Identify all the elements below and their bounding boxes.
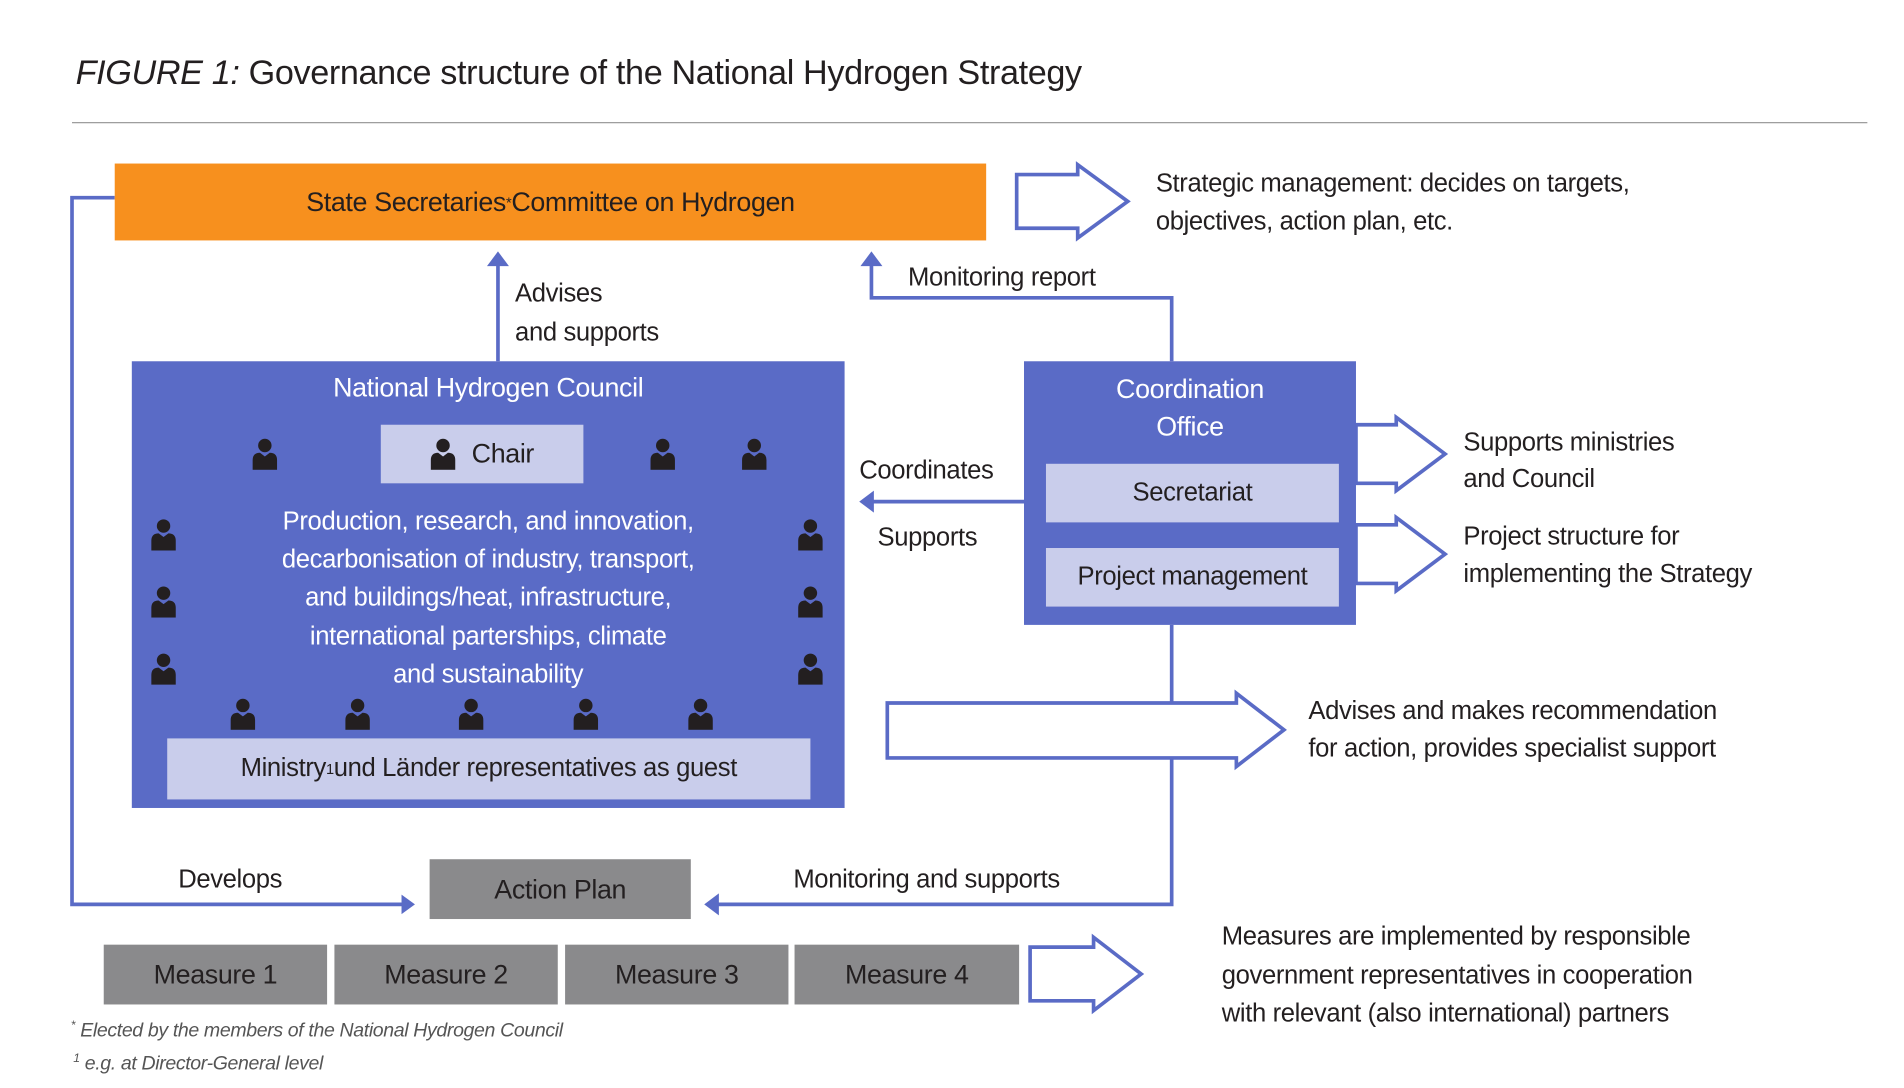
guest-footnote-mark: 1 <box>325 760 334 778</box>
council-title: National Hydrogen Council <box>333 372 644 403</box>
person-icon <box>688 698 713 730</box>
advises-text-1: Advises <box>515 279 603 308</box>
person-icon <box>151 586 176 618</box>
strategic-text-1: Strategic management: decides on targets… <box>1155 169 1630 198</box>
arrowhead-advises <box>486 251 509 267</box>
person-icon <box>252 438 278 470</box>
advises-text-2: and supports <box>515 318 659 347</box>
person-icon <box>458 698 484 730</box>
supports-label: Supports <box>877 523 978 552</box>
develops-connector <box>70 195 403 907</box>
council-body-4: international parterships, climate <box>309 622 667 651</box>
chair-box: Chair <box>380 424 584 484</box>
person-icon <box>151 519 176 551</box>
guest-label-pre: Ministry <box>240 754 327 783</box>
person-icon <box>650 438 675 470</box>
measure-label: Measure 2 <box>384 958 508 990</box>
strategic-text-2: objectives, action plan, etc. <box>1155 207 1454 236</box>
monitoring-supports-label: Monitoring and supports <box>793 865 1060 894</box>
person-icon <box>798 653 823 685</box>
measure-label: Measure 1 <box>153 958 278 990</box>
person-icon <box>742 438 767 470</box>
figure-title-text: Governance structure of the National Hyd… <box>239 53 1083 92</box>
coordination-title-1: Coordination <box>1116 373 1264 404</box>
council-body-1: Production, research, and innovation, <box>282 507 694 536</box>
figure-title: FIGURE 1: Governance structure of the Na… <box>76 54 1082 93</box>
advises-recommend-1: Advises and makes recommendation <box>1308 696 1717 725</box>
figure-label: FIGURE 1: <box>75 53 240 92</box>
committee-footnote-mark: * <box>505 193 512 211</box>
hollow-arrow-supports-ministries <box>1354 413 1449 495</box>
measures-text-1: Measures are implemented by responsible <box>1221 922 1691 951</box>
footnote-2: 1 e.g. at Director-General level <box>73 1052 323 1076</box>
council-body-3: and buildings/heat, infrastructure, <box>305 583 672 612</box>
project-structure-2: implementing the Strategy <box>1463 560 1752 589</box>
footnote-mark: * <box>70 1019 76 1033</box>
measure-label: Measure 3 <box>614 958 739 990</box>
coordination-title-2: Office <box>1156 411 1224 442</box>
title-divider <box>72 122 1868 124</box>
person-icon <box>151 653 176 685</box>
monitoring-report-connector <box>869 261 1174 362</box>
action-plan-box: Action Plan <box>429 859 691 920</box>
chair-label: Chair <box>471 438 535 469</box>
person-icon <box>573 698 599 730</box>
hollow-arrow-project-structure <box>1354 513 1449 595</box>
committee-box: State Secretaries* Committee on Hydrogen <box>114 163 987 241</box>
project-management-label: Project management <box>1077 562 1308 591</box>
secretariat-box: Secretariat <box>1045 463 1339 523</box>
person-icon <box>798 519 823 551</box>
arrowhead-develops <box>401 894 415 915</box>
project-management-box: Project management <box>1045 548 1339 607</box>
council-body-5: and sustainability <box>393 660 584 689</box>
committee-label: State Secretaries <box>306 186 506 217</box>
guest-label-post: und Länder representatives as guest <box>333 754 738 783</box>
action-plan-label: Action Plan <box>494 873 627 904</box>
monitoring-report-label: Monitoring report <box>908 263 1096 292</box>
coordination-office-box: Coordination Office Secretariat Project … <box>1023 361 1356 625</box>
advises-recommend-2: for action, provides specialist support <box>1308 734 1716 763</box>
secretariat-label: Secretariat <box>1132 478 1253 507</box>
committee-label-rest: Committee on Hydrogen <box>511 186 795 217</box>
measure-1-box: Measure 1 <box>103 944 328 1005</box>
supports-ministries-2: and Council <box>1463 465 1595 494</box>
council-body-2: decarbonisation of industry, transport, <box>281 545 695 574</box>
measure-3-box: Measure 3 <box>565 944 789 1005</box>
person-icon <box>798 586 823 618</box>
measure-label: Measure 4 <box>845 958 969 990</box>
measures-text-3: with relevant (also international) partn… <box>1221 999 1670 1028</box>
person-icon <box>431 438 456 470</box>
hollow-arrow-advises <box>885 689 1287 771</box>
measures-text-2: government representatives in cooperatio… <box>1221 961 1693 990</box>
arrowhead-monitoring-supports <box>704 893 719 916</box>
supports-ministries-1: Supports ministries <box>1463 428 1675 457</box>
arrowhead-monitoring-report <box>860 251 883 267</box>
council-box: National Hydrogen Council Chair Producti… <box>131 361 845 808</box>
develops-label: Develops <box>178 865 283 894</box>
person-icon <box>345 698 370 730</box>
footnote-text: e.g. at Director-General level <box>79 1053 324 1075</box>
footnote-mark: 1 <box>73 1052 80 1066</box>
arrowhead-coordinates <box>859 490 874 513</box>
hollow-arrow-measures <box>1028 933 1145 1015</box>
measure-4-box: Measure 4 <box>794 944 1020 1005</box>
footnote-text: Elected by the members of the National H… <box>75 1020 563 1042</box>
measure-2-box: Measure 2 <box>334 944 558 1005</box>
coordinates-label: Coordinates <box>859 456 994 485</box>
project-structure-1: Project structure for <box>1463 522 1680 551</box>
person-icon <box>230 698 256 730</box>
hollow-arrow-strategic <box>1014 161 1131 242</box>
footnote-1: * Elected by the members of the National… <box>71 1019 563 1043</box>
